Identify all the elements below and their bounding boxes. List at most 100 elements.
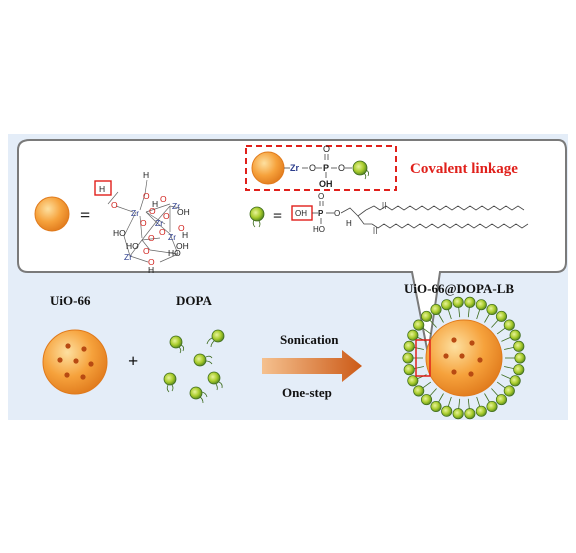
lipid-head xyxy=(452,296,464,308)
linkage-dopa-molecule xyxy=(352,160,368,176)
lipid-head xyxy=(430,400,442,413)
atom-o: O xyxy=(159,227,166,237)
atom-o: O xyxy=(163,211,170,221)
atom-o: O xyxy=(178,223,185,233)
lipid-head xyxy=(407,375,419,387)
atom-ho: HO xyxy=(168,248,181,258)
atom-o: O xyxy=(318,192,324,201)
uio-particle-icon xyxy=(34,196,70,232)
one-step-label: One-step xyxy=(282,385,332,400)
lipid-head xyxy=(464,408,476,420)
lipid-tail-2 xyxy=(371,223,529,229)
lipid-head xyxy=(486,303,498,316)
sonication-label: Sonication xyxy=(280,332,339,347)
atom-h: H xyxy=(148,265,154,275)
dopa-molecule xyxy=(163,372,177,393)
lipid-head xyxy=(420,310,433,322)
lipid-head xyxy=(441,299,453,311)
uio-label: UiO-66 xyxy=(50,293,91,308)
atom-p: P xyxy=(323,163,329,173)
atom-o: O xyxy=(309,163,316,173)
dopa-molecule xyxy=(189,386,208,404)
linkage-uio-particle xyxy=(251,151,285,185)
process-arrow xyxy=(262,350,362,382)
glycerol-backbone xyxy=(340,207,367,217)
covalent-linkage-label: Covalent linkage xyxy=(410,161,518,177)
particle-pores xyxy=(57,343,94,380)
zoom-highlight-box xyxy=(415,339,431,377)
atom-zr: Zr xyxy=(172,201,180,211)
atom-ho: HO xyxy=(313,225,325,234)
lipid-head xyxy=(513,364,525,376)
lipid-head xyxy=(495,310,508,322)
atom-zr: Zr xyxy=(124,252,132,262)
lipid-head xyxy=(464,296,476,308)
atom-o: O xyxy=(148,257,155,267)
lipid-tail-1 xyxy=(379,205,525,211)
atom-o: O xyxy=(148,233,155,243)
atom-o: O xyxy=(334,209,340,218)
lipid-tail-icon xyxy=(363,169,370,180)
dopa-molecules xyxy=(163,329,225,404)
uio-particle xyxy=(42,329,108,395)
atom-o: O xyxy=(143,246,150,256)
carbonyl-2 xyxy=(373,227,377,234)
highlight-box-h xyxy=(94,180,112,196)
atom-o: O xyxy=(111,200,118,210)
atom-o: O xyxy=(323,144,330,154)
ester-link-1 xyxy=(357,215,372,225)
carbonyl-1 xyxy=(382,202,386,209)
atom-zr: Zr xyxy=(155,218,163,228)
lipid-head xyxy=(503,319,515,331)
atom-o: O xyxy=(140,218,147,228)
atom-h: H xyxy=(346,219,352,228)
product-core xyxy=(425,319,503,397)
lipid-head xyxy=(441,405,453,417)
lipid-head xyxy=(513,340,525,352)
lipid-head xyxy=(407,329,419,341)
lipid-head xyxy=(420,394,433,406)
lipid-head xyxy=(452,408,464,420)
lipid-head xyxy=(475,299,487,311)
atom-h-boxed: H xyxy=(99,184,105,194)
lipid-head xyxy=(495,394,508,406)
ester-link-2 xyxy=(365,205,381,211)
dopa-molecule xyxy=(207,371,223,391)
lipid-head xyxy=(514,352,526,364)
lipid-head xyxy=(430,303,442,316)
linkage-formula: Zr O P O O OH xyxy=(251,144,370,189)
atom-o: O xyxy=(149,206,156,216)
atom-oh-boxed: OH xyxy=(295,209,307,218)
dopa-molecule xyxy=(193,353,213,367)
lipid-head xyxy=(413,385,425,397)
atom-oh: OH xyxy=(176,241,189,251)
lipid-head xyxy=(475,405,487,417)
product-pores xyxy=(443,337,483,377)
atom-oh: OH xyxy=(319,179,333,189)
equals-sign-1: = xyxy=(80,205,90,225)
lipid-head xyxy=(413,319,425,331)
plus-sign: + xyxy=(128,351,138,371)
dopa-molecule-icon xyxy=(249,206,265,228)
lipid-head xyxy=(403,364,415,376)
lipid-head xyxy=(486,400,498,413)
lipid-head xyxy=(403,340,415,352)
dopa-molecule xyxy=(206,329,225,348)
atom-o: O xyxy=(143,191,150,201)
product-particle xyxy=(402,296,526,420)
atom-h: H xyxy=(152,199,158,209)
atom-h-top: H xyxy=(143,170,149,180)
lipid-head xyxy=(509,375,521,387)
atom-zr: Zr xyxy=(168,232,176,242)
zr-oxo-cluster: H H Zr Zr Zr Zr Zr O O O O O O O O O O O… xyxy=(94,170,190,275)
atom-o: O xyxy=(160,194,167,204)
lipid-head xyxy=(402,352,414,364)
atom-zr: Zr xyxy=(131,208,139,218)
atom-h: H xyxy=(182,230,188,240)
atom-zr: Zr xyxy=(290,163,299,173)
cluster-bonds xyxy=(107,179,181,263)
equals-sign-2: = xyxy=(273,208,282,225)
atom-ho: HO xyxy=(113,228,126,238)
lipid-head xyxy=(509,329,521,341)
